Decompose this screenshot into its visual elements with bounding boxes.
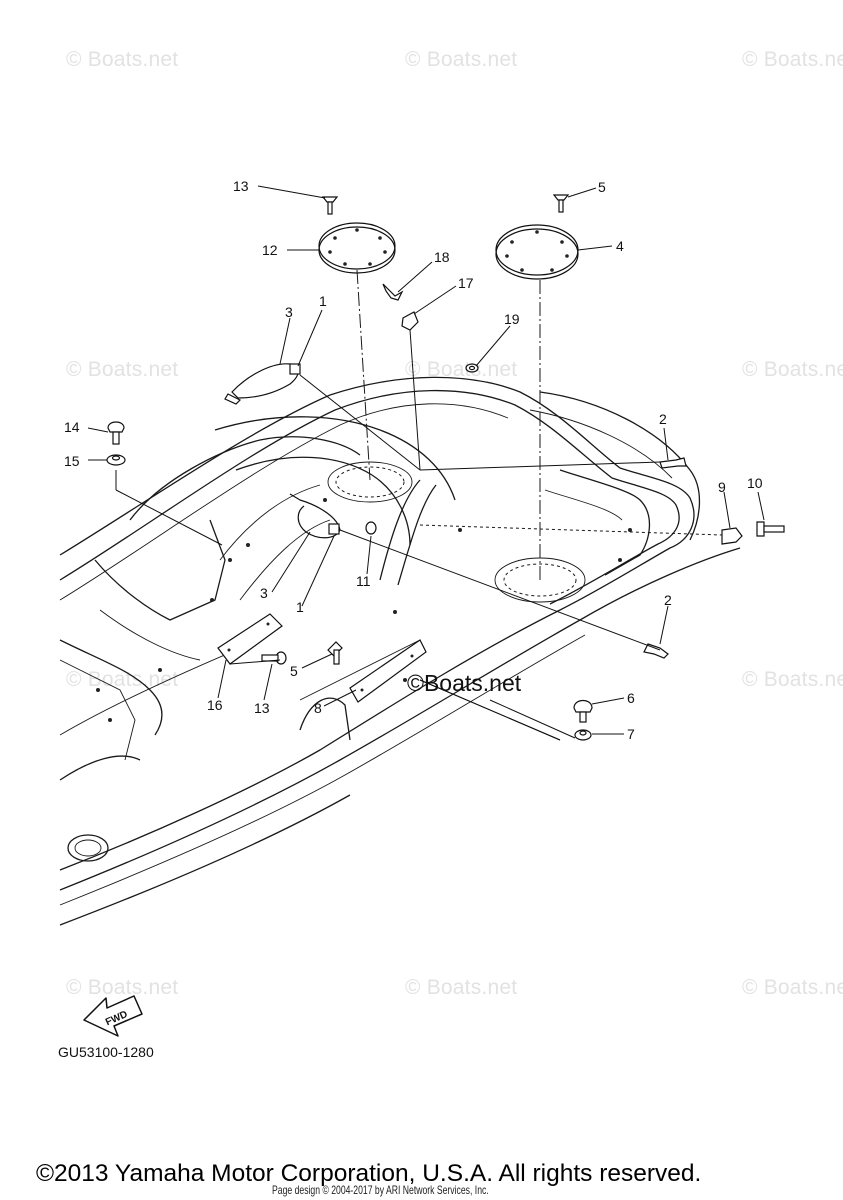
screw-13-lower [261, 651, 287, 665]
watermark: © Boats.net [66, 668, 179, 691]
callout-label: 7 [627, 726, 635, 742]
washer-15 [106, 454, 126, 466]
callout-label: 17 [458, 275, 474, 291]
screw-13-top [321, 196, 339, 215]
grommet-11 [365, 521, 377, 535]
clip-17 [401, 311, 419, 331]
plate-8 [349, 639, 427, 703]
fwd-arrow-icon: FWD [83, 995, 143, 1037]
callout-label: 3 [285, 304, 293, 320]
watermark: © Boats.net [742, 358, 843, 381]
callout-label: 10 [747, 475, 763, 491]
callout-label: 15 [64, 453, 80, 469]
callout-leaders [87, 185, 765, 735]
watermark: © Boats.net [66, 976, 179, 999]
rivet-2-lower [643, 643, 669, 659]
screw-5-top [552, 194, 570, 213]
hatch-cover-4 [495, 224, 579, 280]
hull-deck-drawing [59, 376, 741, 926]
watermark: © Boats.net [742, 976, 843, 999]
bracket-9 [721, 527, 743, 545]
callout-label: 18 [434, 249, 450, 265]
callout-numbers: 13 5 12 4 18 17 1 3 19 14 15 2 9 10 3 1 … [64, 178, 763, 742]
callout-label: 14 [64, 419, 80, 435]
washer-7 [574, 729, 592, 741]
rivet-2-upper [659, 457, 687, 469]
callout-label: 16 [207, 697, 223, 713]
page-design-credit: Page design © 2004-2017 by ARI Network S… [272, 1183, 489, 1197]
callout-label: 13 [254, 700, 270, 716]
callout-label: 13 [233, 178, 249, 194]
plate-16 [217, 613, 283, 665]
diagram-code: GU53100-1280 [58, 1044, 154, 1060]
center-watermark: ©Boats.net [407, 670, 522, 696]
callout-label: 3 [260, 585, 268, 601]
callout-label: 4 [616, 238, 624, 254]
parts [106, 194, 785, 741]
callout-label: 1 [296, 599, 304, 615]
callout-label: 9 [718, 479, 726, 495]
watermark: © Boats.net [405, 48, 518, 71]
callout-label: 2 [664, 592, 672, 608]
bolt-6 [573, 699, 593, 723]
watermark: © Boats.net [405, 358, 518, 381]
strap-3-lower [289, 493, 341, 539]
watermark: © Boats.net [66, 48, 179, 71]
callout-label: 1 [319, 293, 327, 309]
watermark: © Boats.net [66, 358, 179, 381]
hatch-cover-12 [318, 222, 396, 274]
grommet-19 [465, 363, 479, 373]
strap-3-upper [224, 363, 301, 405]
watermark: © Boats.net [742, 48, 843, 71]
bolt-10 [756, 521, 785, 537]
copyright-notice: ©2013 Yamaha Motor Corporation, U.S.A. A… [36, 1160, 702, 1187]
callout-label: 11 [356, 573, 371, 589]
screw-5-lower [327, 641, 343, 665]
callout-label: 5 [598, 179, 606, 195]
watermark: © Boats.net [742, 668, 843, 691]
callout-label: 12 [262, 242, 278, 258]
callout-label: 8 [314, 700, 322, 716]
bolt-14 [107, 421, 125, 445]
callout-label: 6 [627, 690, 635, 706]
leader-lines [115, 269, 723, 741]
watermark: © Boats.net [405, 976, 518, 999]
pin-18 [382, 283, 404, 301]
callout-label: 19 [504, 311, 520, 327]
callout-label: 5 [290, 663, 298, 679]
callout-label: 2 [659, 411, 667, 427]
